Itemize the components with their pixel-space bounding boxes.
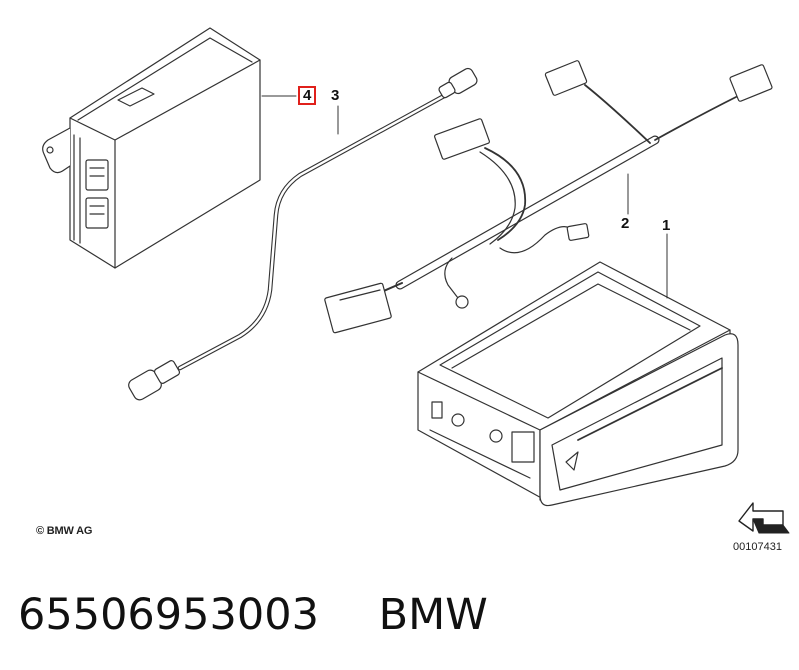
callout-3[interactable]: 3	[331, 87, 340, 104]
reference-arrow-icon	[738, 502, 790, 534]
part-caption: 65506953003 BMW	[18, 590, 488, 640]
antenna-cable	[128, 67, 478, 401]
parts-diagram	[42, 27, 790, 534]
drive-unit	[417, 261, 739, 507]
copyright-notice: © BMW AG	[36, 525, 93, 537]
wiring-harness	[324, 60, 773, 334]
callout-1[interactable]: 1	[662, 217, 671, 234]
callout-2[interactable]: 2	[621, 215, 630, 232]
callout-4[interactable]: 4	[298, 86, 317, 105]
part-number: 65506953003	[18, 590, 319, 640]
control-module	[42, 27, 261, 269]
brand-name: BMW	[378, 590, 488, 640]
reference-number: 00107431	[733, 541, 782, 553]
